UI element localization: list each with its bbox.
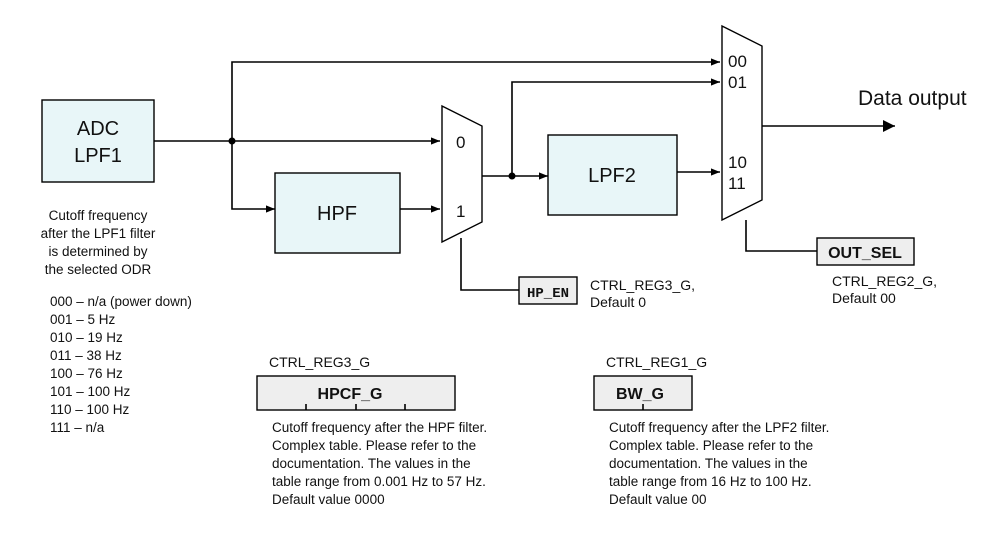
out-sel-reg-name: CTRL_REG2_G,	[832, 273, 937, 289]
cutoff-note-line: is determined by	[48, 244, 147, 259]
data-output-label: Data output	[858, 87, 967, 110]
bw-desc-line: documentation. The values in the	[609, 456, 808, 471]
bw-label: BW_G	[616, 386, 664, 403]
junction-dot	[228, 137, 236, 145]
hp-mux: 0 1	[441, 104, 483, 244]
cutoff-note-line: the selected ODR	[45, 262, 152, 277]
mux2-port-10: 10	[728, 153, 747, 172]
out-sel-default: Default 00	[832, 290, 896, 306]
cutoff-note-line: Cutoff frequency	[49, 208, 148, 223]
adc-label: ADC	[77, 118, 119, 140]
mux2-port-01: 01	[728, 73, 747, 92]
cutoff-note-line: after the LPF1 filter	[41, 226, 156, 241]
hpcf-desc-line: Cutoff frequency after the HPF filter.	[272, 420, 487, 435]
lpf2-block: LPF2	[547, 134, 678, 216]
hpcf-desc-line: table range from 0.001 Hz to 57 Hz.	[272, 474, 486, 489]
bw-desc-line: Default value 00	[609, 492, 707, 507]
output-mux: 00 01 10 11	[721, 24, 763, 222]
bw-reg-name: CTRL_REG1_G	[606, 354, 707, 370]
odr-table: 000 – n/a (power down) 001 – 5 Hz 010 – …	[50, 294, 192, 435]
odr-row: 100 – 76 Hz	[50, 366, 123, 381]
mux1-port-0: 0	[456, 133, 465, 152]
mux2-port-11: 11	[728, 174, 746, 193]
lpf2-label: LPF2	[588, 165, 636, 187]
signal-wires	[154, 58, 895, 291]
odr-row: 000 – n/a (power down)	[50, 294, 192, 309]
bw-desc-line: Cutoff frequency after the LPF2 filter.	[609, 420, 829, 435]
hpf-block: HPF	[274, 172, 401, 254]
mux2-port-00: 00	[728, 52, 747, 71]
bw-register: CTRL_REG1_G BW_G Cutoff frequency after …	[593, 354, 829, 507]
hp-en-register: HP_EN CTRL_REG3_G, Default 0	[518, 276, 695, 310]
junction-dot	[508, 172, 516, 180]
hpf-label: HPF	[317, 203, 357, 225]
odr-row: 011 – 38 Hz	[50, 348, 122, 363]
bw-desc-line: table range from 16 Hz to 100 Hz.	[609, 474, 812, 489]
hpcf-label: HPCF_G	[318, 386, 383, 403]
odr-row: 010 – 19 Hz	[50, 330, 123, 345]
hpcf-desc-line: Complex table. Please refer to the	[272, 438, 476, 453]
lpf1-label: LPF1	[74, 145, 122, 167]
hp-en-label: HP_EN	[527, 286, 569, 302]
hp-en-default: Default 0	[590, 294, 646, 310]
hp-en-reg-name: CTRL_REG3_G,	[590, 277, 695, 293]
hpcf-desc-line: documentation. The values in the	[272, 456, 471, 471]
mux1-port-1: 1	[456, 202, 465, 221]
odr-row: 110 – 100 Hz	[50, 402, 130, 417]
out-sel-register: OUT_SEL CTRL_REG2_G, Default 00	[816, 237, 937, 306]
hpcf-desc-line: Default value 0000	[272, 492, 385, 507]
odr-row: 001 – 5 Hz	[50, 312, 116, 327]
bw-desc-line: Complex table. Please refer to the	[609, 438, 813, 453]
odr-row: 101 – 100 Hz	[50, 384, 131, 399]
out-sel-label: OUT_SEL	[828, 245, 902, 262]
hpcf-reg-name: CTRL_REG3_G	[269, 354, 370, 370]
odr-row: 111 – n/a	[50, 420, 105, 435]
adc-lpf1-block: ADC LPF1	[41, 99, 155, 183]
hpcf-register: CTRL_REG3_G HPCF_G Cutoff frequency afte…	[256, 354, 487, 507]
lpf1-cutoff-note: Cutoff frequency after the LPF1 filter i…	[41, 208, 156, 277]
